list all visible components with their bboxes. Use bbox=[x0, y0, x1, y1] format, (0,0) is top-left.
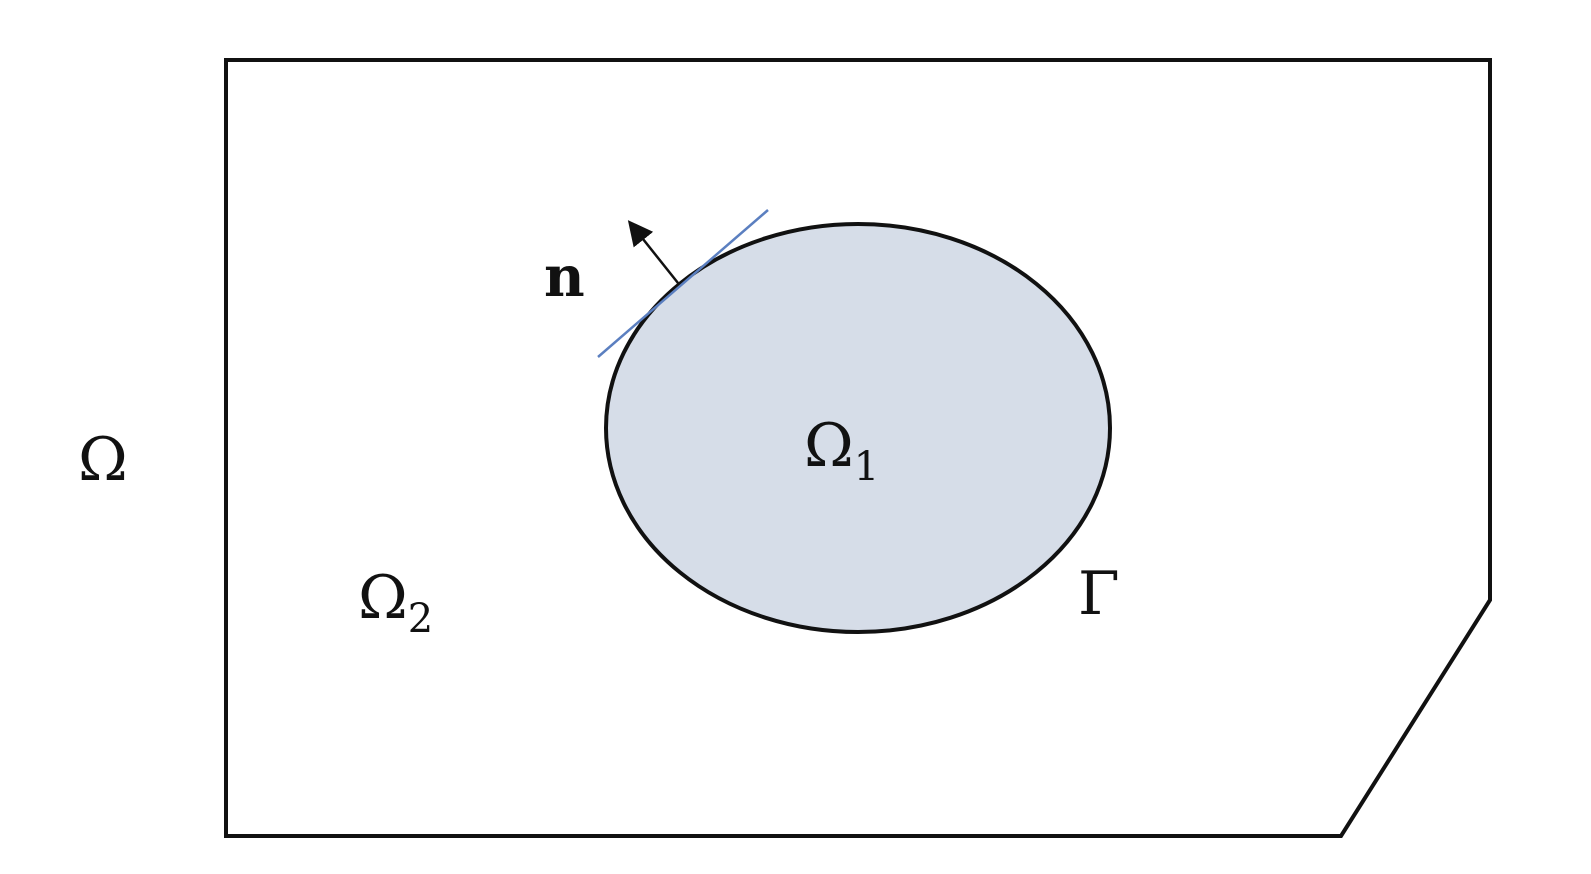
outer-region-symbol: Ω bbox=[358, 563, 408, 633]
outer-region-label: Ω2 bbox=[358, 563, 433, 642]
inner-region-symbol: Ω bbox=[804, 411, 854, 481]
inner-region-ellipse bbox=[604, 222, 1112, 634]
domain-label: Ω bbox=[78, 425, 128, 495]
normal-arrow bbox=[627, 220, 679, 284]
outer-region-subscript: 2 bbox=[408, 596, 433, 642]
inner-region-label: Ω1 bbox=[804, 411, 879, 490]
domain-boundary bbox=[224, 58, 1492, 838]
normal-label: n bbox=[544, 244, 585, 310]
inner-region-subscript: 1 bbox=[854, 444, 879, 490]
interface-label: Γ bbox=[1078, 559, 1120, 629]
tangent-line bbox=[597, 209, 769, 358]
